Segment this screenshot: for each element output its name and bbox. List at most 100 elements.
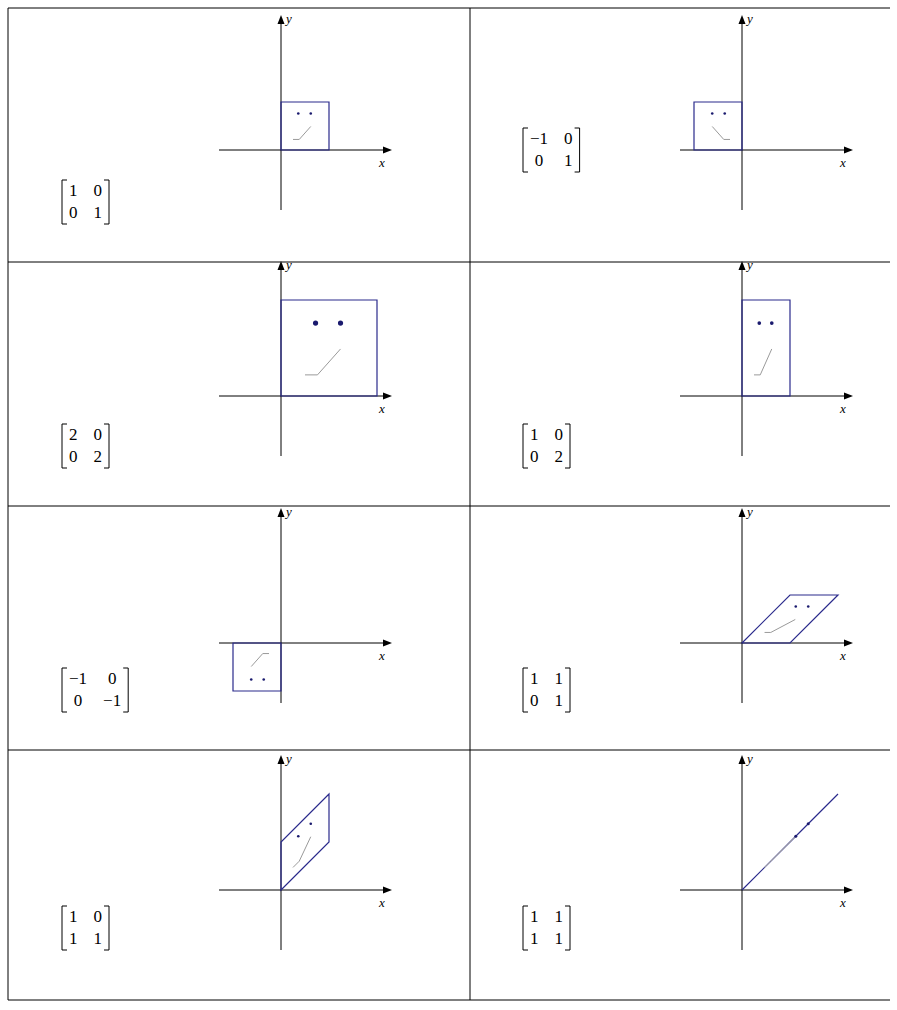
axis-label: y xyxy=(747,258,753,272)
smiley-eye xyxy=(770,321,774,325)
grid-line xyxy=(8,8,890,9)
matrix-bracket xyxy=(575,128,580,172)
axis-arrowhead xyxy=(844,887,853,894)
unit-square xyxy=(281,300,377,396)
axis-label: x xyxy=(379,649,385,663)
matrix: −1001 xyxy=(523,128,580,172)
smiley-mouth xyxy=(293,837,311,868)
matrix-bracket xyxy=(565,424,570,468)
smiley-mouth xyxy=(765,837,796,868)
transform-panel xyxy=(219,261,392,456)
matrix-bracket xyxy=(523,424,528,468)
matrix-bracket xyxy=(62,180,67,224)
matrix-entry: 1 xyxy=(69,929,78,949)
axis-arrowhead xyxy=(383,640,392,647)
axis-arrowhead xyxy=(383,393,392,400)
matrix-entry: 0 xyxy=(535,151,544,171)
smiley-mouth xyxy=(765,619,796,632)
matrix-bracket xyxy=(104,180,109,224)
axis-label: x xyxy=(840,402,846,416)
grid-line xyxy=(8,1000,890,1001)
matrix-entry: 0 xyxy=(74,691,83,711)
axis-label: y xyxy=(286,752,292,766)
matrix-entry: 2 xyxy=(555,447,564,467)
smiley-mouth xyxy=(251,654,269,667)
matrix-entry: 0 xyxy=(108,669,117,689)
matrix-entry: 1 xyxy=(530,425,539,445)
grid-line xyxy=(470,8,471,1000)
axis-arrowhead xyxy=(278,508,285,517)
smiley-eye xyxy=(807,822,810,825)
matrix-entry: −1 xyxy=(69,669,87,689)
smiley-eye xyxy=(313,320,318,325)
smiley-mouth xyxy=(293,126,311,139)
matrix-entry: 0 xyxy=(69,447,78,467)
smiley-eye xyxy=(794,605,797,608)
axis-arrowhead xyxy=(844,393,853,400)
axis-label: y xyxy=(747,12,753,26)
unit-square xyxy=(281,794,329,890)
transform-panel xyxy=(680,508,853,703)
smiley-eye xyxy=(723,112,726,115)
matrix-bracket xyxy=(565,668,570,712)
axis-arrowhead xyxy=(383,887,392,894)
x-axis xyxy=(219,890,385,891)
axis-label: y xyxy=(286,258,292,272)
smiley-eye xyxy=(262,678,265,681)
smiley-eye xyxy=(250,678,253,681)
transform-panel xyxy=(680,261,853,456)
smiley-eye xyxy=(711,112,714,115)
axis-arrowhead xyxy=(383,147,392,154)
smiley-eye xyxy=(309,822,312,825)
matrix: 2002 xyxy=(62,424,109,468)
smiley-mouth xyxy=(305,349,341,375)
matrix-bracket xyxy=(62,424,67,468)
grid-line xyxy=(8,506,890,507)
matrix-bracket xyxy=(523,668,528,712)
matrix-entry: 0 xyxy=(555,425,564,445)
matrix-entry: 1 xyxy=(94,929,103,949)
axis-arrowhead xyxy=(278,755,285,764)
axis-arrowhead xyxy=(278,15,285,24)
matrix-entry: 1 xyxy=(555,907,564,927)
unit-square xyxy=(694,102,742,150)
matrix-bracket xyxy=(523,906,528,950)
transform-panel xyxy=(219,15,392,210)
axis-label: x xyxy=(840,649,846,663)
matrix-entry: 0 xyxy=(94,907,103,927)
matrix-entry: 1 xyxy=(530,907,539,927)
smiley-eye xyxy=(757,321,761,325)
matrix-entry: 1 xyxy=(564,151,573,171)
axis-arrowhead xyxy=(844,147,853,154)
matrix-entry: 0 xyxy=(564,129,573,149)
unit-square xyxy=(742,300,790,396)
smiley-eye xyxy=(794,835,797,838)
smiley-eye xyxy=(309,112,312,115)
axis-label: x xyxy=(840,896,846,910)
matrix: 1011 xyxy=(62,906,109,950)
transform-panel xyxy=(680,755,853,950)
matrix-entry: 0 xyxy=(530,447,539,467)
matrix: 1101 xyxy=(523,668,570,712)
matrix-entry: −1 xyxy=(530,129,548,149)
axis-label: x xyxy=(379,896,385,910)
matrix-bracket xyxy=(104,906,109,950)
matrix-entry: 0 xyxy=(94,425,103,445)
matrix-entry: 0 xyxy=(69,203,78,223)
smiley-eye xyxy=(807,605,810,608)
matrix-bracket xyxy=(104,424,109,468)
axis-arrowhead xyxy=(739,508,746,517)
axis-arrowhead xyxy=(844,640,853,647)
matrix-entry: −1 xyxy=(103,691,121,711)
unit-square xyxy=(742,595,838,643)
matrix-entry: 1 xyxy=(555,669,564,689)
axis-arrowhead xyxy=(739,261,746,270)
transform-panel xyxy=(680,15,853,210)
smiley-eye xyxy=(338,320,343,325)
axis-arrowhead xyxy=(739,755,746,764)
unit-square xyxy=(281,102,329,150)
table-grid xyxy=(8,8,890,1000)
y-axis xyxy=(742,515,743,703)
matrix: −100−1 xyxy=(62,668,128,712)
